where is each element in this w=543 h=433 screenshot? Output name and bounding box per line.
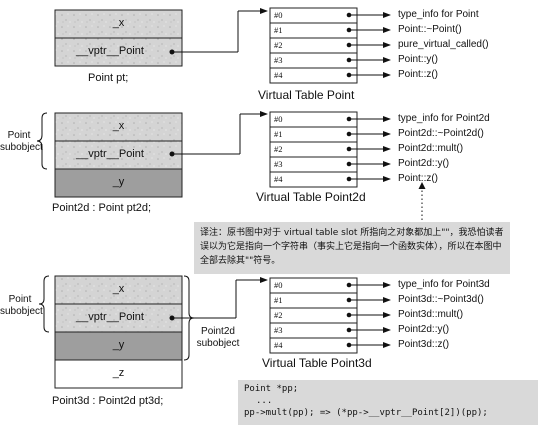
- vtable-point-slot-arrows: [346, 12, 391, 78]
- point3d-z-field: _z: [112, 367, 125, 379]
- point3d-point-subobject-label: Point subobject: [0, 294, 43, 317]
- point-caption: Point pt;: [88, 72, 129, 84]
- point3d-y-field: _y: [112, 339, 125, 351]
- point3d-caption: Point3d : Point2d pt3d;: [52, 395, 164, 407]
- vtable-point3d-slot-2: #2: [274, 310, 283, 320]
- vtable-point2d-slot-0: #0: [274, 114, 283, 124]
- vtable-point-slot-4: #4: [274, 70, 283, 80]
- vtable-point2d-slot-4: #4: [274, 174, 283, 184]
- point3d-vptr-field: __vptr__Point: [76, 311, 144, 323]
- vtable-point2d-slot-arrows: [346, 116, 391, 182]
- vtable-point-entry-1: Point::~Point(): [398, 24, 462, 35]
- code-sample: Point *pp; ... pp->mult(pp); => (*pp->__…: [238, 380, 538, 425]
- point3d-x-field: _x: [112, 283, 125, 295]
- vtable-point-entry-0: type_info for Point: [398, 9, 479, 20]
- point2d-y-field: _y: [112, 176, 125, 188]
- vtable-point3d-entry-2: Point3d::mult(): [398, 309, 464, 320]
- vtable-point3d-entry-3: Point2d::y(): [398, 324, 450, 335]
- point2d-object: [54, 112, 183, 198]
- vtable-point3d-entry-0: type_info for Point3d: [398, 279, 490, 290]
- virtual-table-point2d: [269, 111, 358, 188]
- vtable-point-slot-1: #1: [274, 25, 283, 35]
- point2d-vptr-arrow: [169, 111, 268, 157]
- vtable-point-slot-2: #2: [274, 40, 283, 50]
- vtable-point3d-slot-3: #3: [274, 325, 283, 335]
- vtable-point-slot-0: #0: [274, 10, 283, 20]
- point2d-caption: Point2d : Point pt2d;: [52, 202, 152, 214]
- code-line-1: Point *pp;: [244, 384, 299, 394]
- vtable-point-entry-2: pure_virtual_called(): [398, 39, 489, 50]
- vtable-point2d-entry-2: Point2d::mult(): [398, 143, 464, 154]
- vtable-point2d-slot-2: #2: [274, 144, 283, 154]
- point-x-field: _x: [112, 17, 125, 29]
- vtable-point2d-title: Virtual Table Point2d: [256, 190, 366, 204]
- vtable-point-entry-3: Point::y(): [398, 54, 439, 65]
- vtable-point2d-slot-3: #3: [274, 159, 283, 169]
- vtable-point2d-entry-3: Point2d::y(): [398, 158, 450, 169]
- vtable-point2d-entry-4: Point::z(): [398, 173, 439, 184]
- code-line-2: ...: [256, 396, 273, 406]
- virtual-table-point: [269, 7, 358, 84]
- translator-note: 译注：原书图中对于 virtual table slot 所指向之对象都加上""…: [194, 222, 510, 274]
- point3d-point-subobject-brace: [38, 275, 50, 333]
- vtable-point2d-entry-0: type_info for Point2d: [398, 113, 490, 124]
- vtable-point-entry-4: Point::z(): [398, 69, 439, 80]
- vptr-pointer-arrow: [169, 8, 268, 55]
- point2d-x-field: _x: [112, 120, 125, 132]
- vtable-point-slot-3: #3: [274, 55, 283, 65]
- vtable-point-title: Virtual Table Point: [258, 88, 355, 102]
- note-pointer-arrow: [418, 182, 426, 220]
- point-vptr-field: __vptr__Point: [76, 45, 144, 57]
- vtable-point3d-title: Virtual Table Point3d: [262, 356, 372, 370]
- vtable-point2d-entry-1: Point2d::~Point2d(): [398, 128, 484, 139]
- vtable-point3d-entry-4: Point3d::z(): [398, 339, 450, 350]
- vtable-point3d-slot-4: #4: [274, 340, 283, 350]
- point-object: [54, 9, 183, 67]
- point2d-point-subobject-label: Point subobject: [0, 130, 43, 153]
- point3d-point2d-subobject-label: Point2d subobject: [196, 326, 240, 349]
- virtual-table-point3d: [269, 277, 358, 354]
- code-line-3: pp->mult(pp); => (*pp->__vptr__Point[2])…: [244, 408, 488, 418]
- point3d-vptr-arrow: [169, 277, 268, 321]
- point2d-subobject-brace: [36, 112, 48, 170]
- vtable-point2d-slot-1: #1: [274, 129, 283, 139]
- vtable-point3d-slot-0: #0: [274, 280, 283, 290]
- point3d-object: [54, 275, 183, 389]
- vtable-point3d-entry-1: Point3d::~Point3d(): [398, 294, 484, 305]
- vtable-point3d-slot-arrows: [346, 282, 391, 348]
- vtable-point3d-slot-1: #1: [274, 295, 283, 305]
- point2d-vptr-field: __vptr__Point: [76, 148, 144, 160]
